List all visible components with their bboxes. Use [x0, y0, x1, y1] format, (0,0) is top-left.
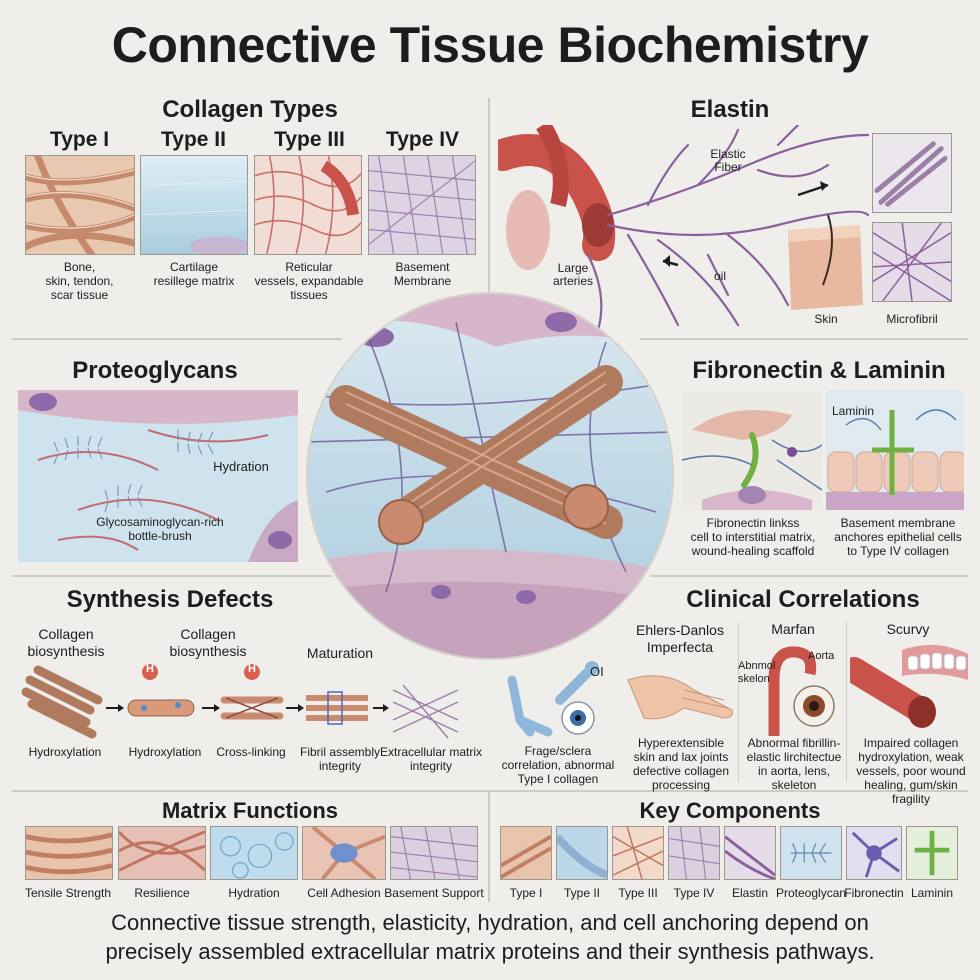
- kc-proteoglycan-tile: [780, 826, 842, 880]
- kc-type-iii-label: Type III: [618, 886, 658, 900]
- type-ii-label: Type II: [161, 128, 226, 151]
- marfan-aorta-eye-illustration: [768, 646, 835, 736]
- kc-type-ii-label: Type II: [563, 886, 601, 900]
- footer-summary: Connective tissue strength, elasticity, …: [105, 910, 875, 964]
- cell-adhesion-tile: [302, 826, 386, 880]
- kc-type-i-tile: [500, 826, 552, 880]
- type-i-collagen-image: [25, 155, 135, 255]
- skin-label: Skin: [814, 312, 838, 326]
- divider: [488, 98, 490, 338]
- kc-type-ii-tile: [556, 826, 608, 880]
- h-symbol-1: H: [146, 663, 154, 675]
- laminin-image: [826, 390, 964, 510]
- divider: [12, 338, 342, 340]
- divider: [738, 622, 739, 782]
- synthesis-defects-heading: Synthesis Defects: [66, 586, 274, 613]
- collagen-types-heading: Collagen Types: [162, 96, 338, 123]
- kc-fibronectin-tile: [846, 826, 902, 880]
- microfibril-label: Microfibril: [886, 312, 938, 326]
- divider: [488, 790, 490, 902]
- kc-type-iv-label: Type IV: [673, 886, 715, 900]
- type-ii-collagen-image: [140, 155, 248, 255]
- type-iv-collagen-image: [368, 155, 476, 255]
- kc-type-i-label: Type I: [509, 886, 543, 900]
- elastin-artery-illustration: [498, 125, 870, 330]
- resilience-tile: [118, 826, 206, 880]
- elastin-heading: Elastin: [690, 96, 770, 123]
- basement-support-label: Basement Support: [384, 886, 484, 900]
- type-iv-label: Type IV: [385, 128, 460, 151]
- step-cross-linking: Cross-linking: [216, 745, 286, 759]
- synthesis-pathway-diagram: [21, 664, 459, 739]
- type-iii-collagen-image: [254, 155, 362, 255]
- hydration-function-label: Hydration: [228, 886, 280, 900]
- hydration-label: Hydration: [213, 459, 269, 474]
- kc-laminin-label: Laminin: [910, 886, 954, 900]
- laminin-label: Laminin: [832, 404, 875, 418]
- divider: [640, 338, 968, 340]
- resilience-label: Resilience: [134, 886, 190, 900]
- marfan-title: Marfan: [771, 621, 815, 637]
- microfibril-tile: [872, 222, 952, 302]
- elastin-fiber-tile: [872, 133, 952, 213]
- hydration-tile: [210, 826, 298, 880]
- ecm-central-illustration: [306, 292, 674, 660]
- kc-elastin-label: Elastin: [731, 886, 769, 900]
- tensile-strength-tile: [25, 826, 113, 880]
- h-symbol-2: H: [248, 663, 256, 675]
- divider: [12, 575, 332, 577]
- tensile-strength-label: Tensile Strength: [24, 886, 112, 900]
- kc-fibronectin-label: Fibronectin: [844, 886, 904, 900]
- kc-laminin-tile: [906, 826, 958, 880]
- divider: [650, 575, 968, 577]
- coil-label: oil: [713, 269, 726, 283]
- divider: [846, 622, 847, 782]
- key-components-heading: Key Components: [639, 798, 821, 823]
- type-i-label: Type I: [49, 128, 110, 151]
- type-iii-label: Type III: [274, 128, 345, 151]
- cell-adhesion-label: Cell Adhesion: [307, 886, 381, 900]
- proteoglycans-heading: Proteoglycans: [72, 357, 238, 384]
- page-title: Connective Tissue Biochemistry: [111, 17, 869, 73]
- scurvy-title: Scurvy: [886, 621, 930, 637]
- kc-proteoglycan-label: Proteoglycan: [776, 886, 847, 900]
- clinical-correlations-heading: Clinical Correlations: [686, 586, 920, 613]
- hyperextensible-hand-illustration: [627, 675, 733, 720]
- fibronectin-image: [682, 390, 822, 510]
- fibronectin-laminin-heading: Fibronectin & Laminin: [692, 357, 946, 384]
- divider: [12, 790, 968, 792]
- scurvy-vessel-gums-illustration: [850, 644, 968, 728]
- aorta-label: Aorta: [808, 650, 835, 662]
- type-i-desc: Bone,skin, tendon,scar tissue: [45, 260, 114, 302]
- kc-type-iv-tile: [668, 826, 720, 880]
- oi-bone-eye-illustration: [507, 661, 599, 737]
- kc-elastin-tile: [724, 826, 776, 880]
- matrix-functions-heading: Matrix Functions: [161, 798, 338, 823]
- maturation-label: Maturation: [306, 645, 374, 661]
- step-hydroxylation-1: Hydroxylation: [28, 745, 102, 759]
- kc-type-iii-tile: [612, 826, 664, 880]
- basement-support-tile: [390, 826, 478, 880]
- oi-label: OI: [590, 664, 604, 679]
- step-hydroxylation-2: Hydroxylation: [128, 745, 202, 759]
- proteoglycans-image: [18, 390, 298, 562]
